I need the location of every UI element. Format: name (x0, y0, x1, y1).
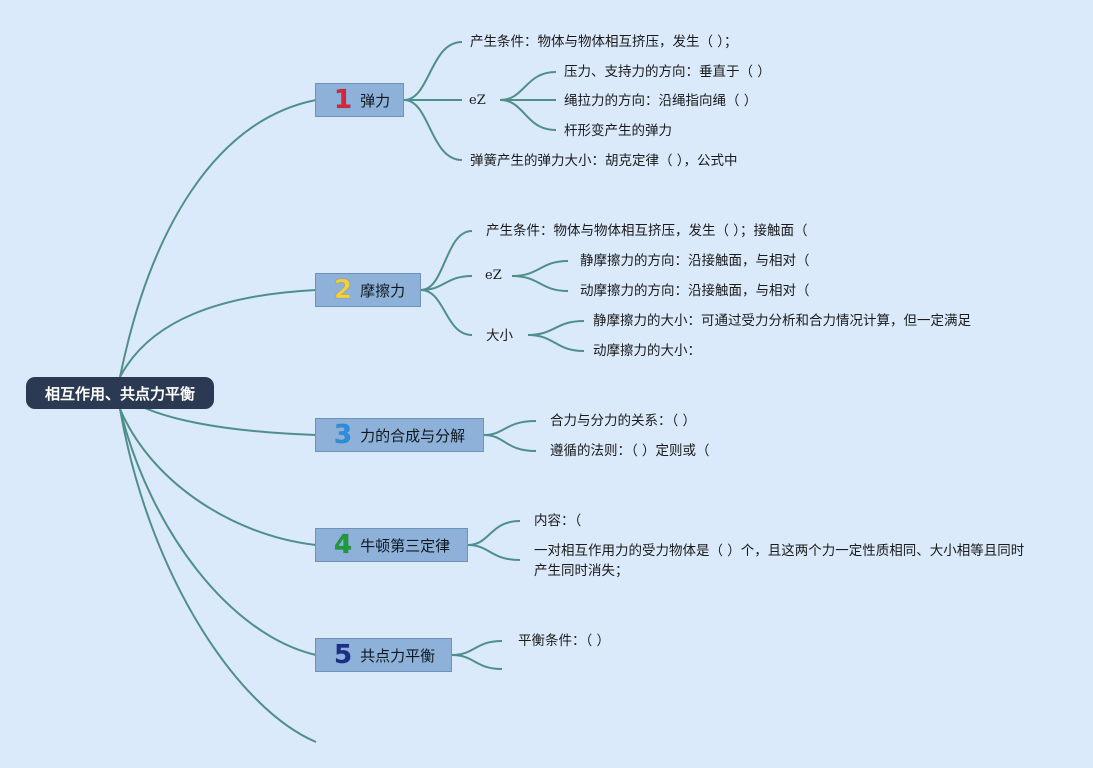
link-b2-sub2 (511, 275, 569, 292)
b1-ez-rod[interactable]: 杆形变产生的弹力 (564, 123, 672, 139)
link-b2-c1 (420, 230, 473, 291)
branch-1-label: 弹力 (360, 91, 391, 110)
b2-size[interactable]: 大小 (486, 328, 513, 344)
b1-ez-rope[interactable]: 绳拉力的方向：沿绳指向绳（ ） (564, 93, 758, 109)
branch-4[interactable]: 4 牛顿第三定律 (315, 528, 468, 562)
link-root-b4 (119, 408, 317, 546)
b3-rule[interactable]: 遵循的法则：（ ）定则或（ (550, 443, 710, 459)
root-topic[interactable]: 相互作用、共点力平衡 (26, 377, 214, 409)
link-b2-sub4 (527, 334, 585, 352)
link-b4-c2 (467, 544, 521, 561)
root-topic-label: 相互作用、共点力平衡 (44, 384, 195, 403)
number-5-icon: 5 (334, 640, 353, 670)
b1-ez[interactable]: eZ (469, 93, 486, 108)
link-b5-c2 (451, 654, 503, 670)
b1-condition[interactable]: 产生条件：物体与物体相互挤压，发生（ ）； (470, 34, 738, 50)
link-root-b6 (119, 408, 317, 743)
branch-2-label: 摩擦力 (360, 281, 406, 300)
link-b1-sub1 (499, 71, 557, 101)
b5-condition[interactable]: 平衡条件：（ ） (518, 633, 611, 649)
link-b1-sub3 (499, 99, 557, 131)
link-b3-c1 (483, 420, 537, 436)
b4-content[interactable]: 内容：（ (534, 513, 582, 529)
branch-2[interactable]: 2 摩擦力 (315, 273, 421, 307)
b2-ez-kinetic[interactable]: 动摩擦力的方向：沿接触面，与相对（ (580, 283, 810, 299)
b3-relation[interactable]: 合力与分力的关系：（ ） (550, 413, 697, 429)
link-root-b5 (119, 408, 317, 656)
branch-5-label: 共点力平衡 (360, 646, 436, 665)
link-b2-sub1 (511, 260, 569, 277)
link-b2-c3 (420, 289, 473, 336)
b2-size-static[interactable]: 静摩擦力的大小：可通过受力分析和合力情况计算，但一定满足 (593, 313, 971, 329)
link-root-b2 (119, 289, 317, 378)
b2-size-kinetic[interactable]: 动摩擦力的大小： (593, 343, 701, 359)
number-4-icon: 4 (334, 530, 353, 560)
branch-3[interactable]: 3 力的合成与分解 (315, 418, 484, 452)
number-2-icon: 2 (334, 275, 353, 305)
link-b3-c2 (483, 434, 537, 452)
b4-pair[interactable]: 一对相互作用力的受力物体是（ ）个，且这两个力一定性质相同、大小相等且同时产生同… (534, 543, 1025, 579)
number-3-icon: 3 (334, 420, 353, 450)
link-b1-c3 (403, 99, 463, 161)
branch-4-label: 牛顿第三定律 (360, 536, 451, 555)
branch-3-label: 力的合成与分解 (360, 426, 466, 445)
b2-ez[interactable]: eZ (485, 268, 502, 283)
link-b4-c1 (467, 520, 521, 546)
b1-ez-pressure[interactable]: 压力、支持力的方向：垂直于（ ） (564, 64, 771, 80)
b2-ez-static[interactable]: 静摩擦力的方向：沿接触面，与相对（ (580, 253, 810, 269)
b1-spring[interactable]: 弹簧产生的弹力大小：胡克定律（ ），公式中 (470, 153, 738, 169)
link-b2-c2 (420, 275, 473, 291)
b2-condition[interactable]: 产生条件：物体与物体相互挤压，发生（ ）；接触面（ (486, 223, 808, 239)
link-root-b1 (119, 99, 317, 378)
number-1-icon: 1 (334, 85, 353, 115)
link-b1-c1 (403, 41, 463, 101)
link-b5-c1 (451, 640, 503, 656)
branch-1[interactable]: 1 弹力 (315, 83, 404, 117)
link-b2-sub3 (527, 320, 585, 336)
branch-5[interactable]: 5 共点力平衡 (315, 638, 452, 672)
